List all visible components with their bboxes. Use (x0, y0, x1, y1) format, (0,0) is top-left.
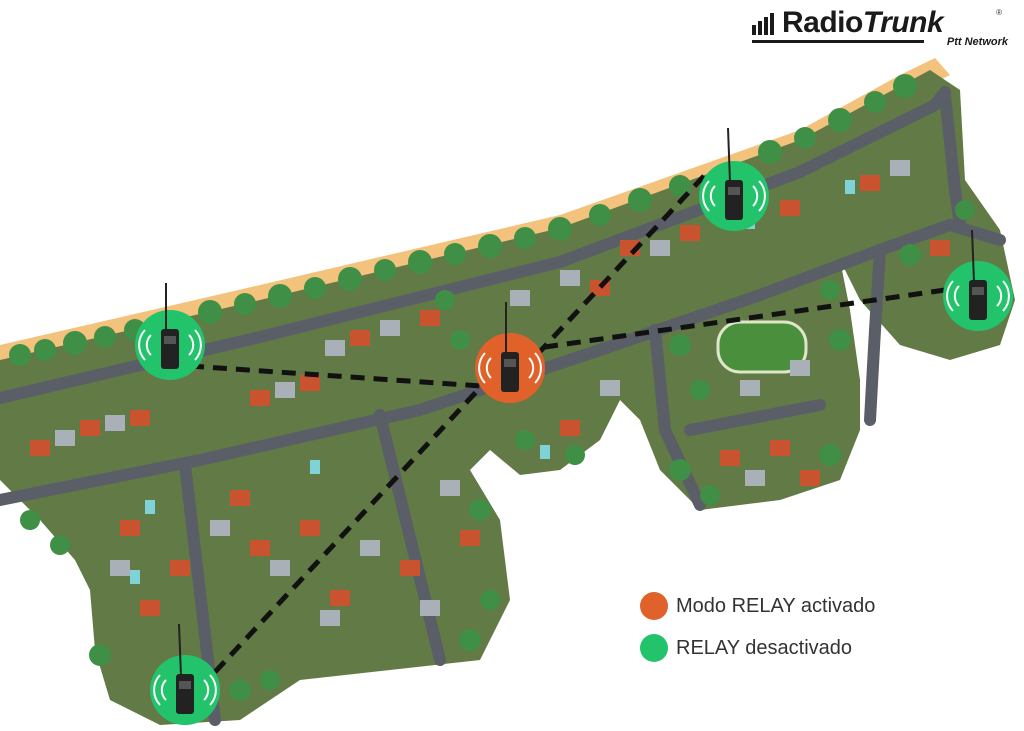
radio-east[interactable] (943, 229, 1013, 331)
legend-label: Modo RELAY activado (676, 594, 876, 617)
walkie-talkie-icon (176, 674, 194, 714)
radio-south-west[interactable] (150, 623, 220, 725)
legend-item-relay-on: Modo RELAY activado (640, 588, 920, 624)
sports-field (716, 320, 808, 374)
houses (30, 160, 950, 626)
brand-tagline: Ptt Network (946, 36, 1008, 48)
tree-line (9, 74, 917, 366)
link-west-center (189, 363, 511, 391)
green-dot-icon (640, 634, 668, 662)
walkie-talkie-icon (501, 352, 519, 392)
brand-name-part1: Radio (782, 6, 863, 39)
orange-dot-icon (640, 592, 668, 620)
registered-mark: ® (996, 8, 1002, 17)
scattered-trees (20, 200, 1005, 701)
walkie-talkie-icon (969, 280, 987, 320)
radio-center[interactable] (475, 302, 545, 403)
walkie-talkie-icon (161, 329, 179, 369)
signal-bars-icon (752, 13, 774, 35)
brand-name: RadioTrunk (782, 6, 944, 40)
radio-north[interactable] (699, 127, 769, 231)
brand-name-part2: Trunk (862, 6, 944, 39)
radio-west[interactable] (135, 283, 205, 380)
legend: Modo RELAY activado RELAY desactivado (640, 588, 920, 672)
link-north-center (530, 174, 706, 362)
logo-underline (752, 40, 924, 43)
relay-links (189, 174, 946, 674)
beach-strip (0, 58, 950, 372)
walkie-talkie-icon (725, 180, 743, 220)
link-southwest-center (213, 388, 480, 674)
roads (0, 86, 1006, 726)
legend-label: RELAY desactivado (676, 636, 853, 659)
legend-item-relay-off: RELAY desactivado (640, 630, 920, 666)
brand-logo: RadioTrunk ® Ptt Network (752, 6, 1012, 50)
